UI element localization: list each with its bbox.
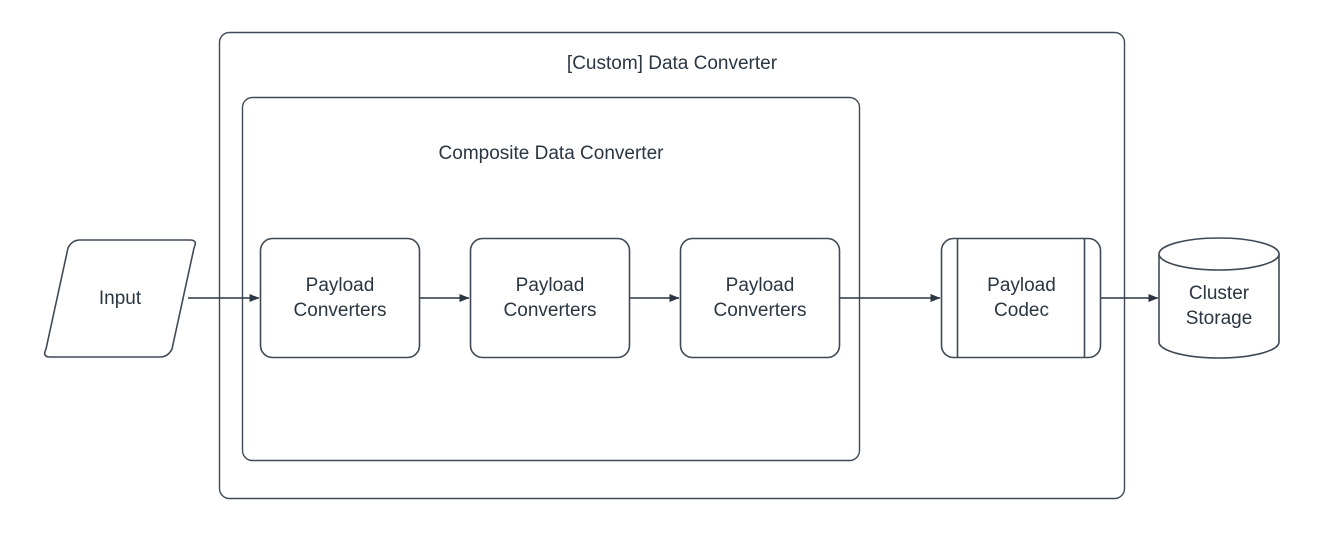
node-cluster-storage-shape[interactable] xyxy=(1158,237,1280,359)
node-payload-converters-3-shape[interactable] xyxy=(679,237,841,359)
cylinder-body xyxy=(1158,254,1280,359)
node-label-payload-codec: Payload Codec xyxy=(987,275,1056,321)
node-payload-converters-2-shape[interactable] xyxy=(469,237,631,359)
node-payload-codec-shape[interactable] xyxy=(940,237,1102,359)
container-title-custom-data-converter: [Custom] Data Converter xyxy=(566,53,778,74)
payload-codec-outline xyxy=(940,237,1102,359)
node-input-shape[interactable] xyxy=(43,239,197,358)
node-payload-converters-1-shape[interactable] xyxy=(259,237,421,359)
node-label-payload-converters-2: Payload Converters xyxy=(503,275,597,321)
node-label-payload-converters-1: Payload Converters xyxy=(293,275,387,321)
node-label-cluster-storage: Cluster Storage xyxy=(1185,283,1253,329)
node-label-input: Input xyxy=(98,288,142,309)
container-title-composite-data-converter: Composite Data Converter xyxy=(438,143,664,164)
cylinder-top-ellipse xyxy=(1158,237,1280,271)
node-label-payload-converters-3: Payload Converters xyxy=(713,275,807,321)
